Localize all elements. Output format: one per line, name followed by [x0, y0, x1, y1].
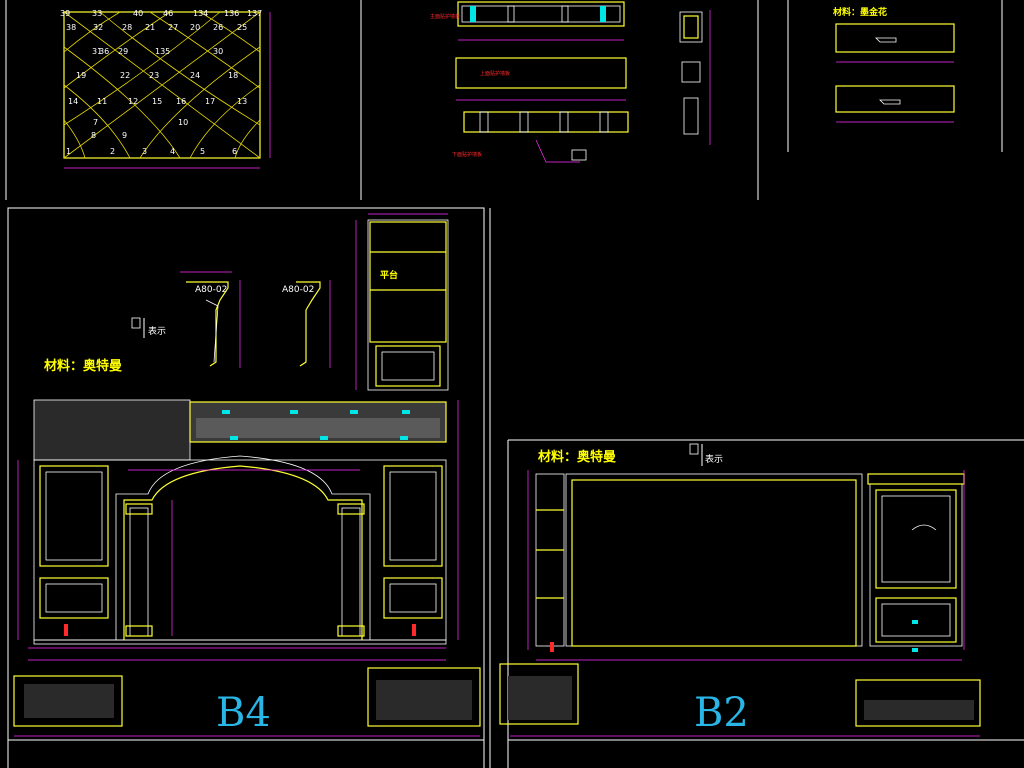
tile-number: 27 — [168, 23, 178, 32]
red-note: 下面贴护墙板 — [452, 151, 482, 158]
legend-label: 表示 — [705, 453, 723, 465]
section-profiles: A80-02 A80-02 — [180, 271, 331, 368]
tile-number: 16 — [176, 97, 186, 106]
tile-number: 29 — [118, 47, 128, 56]
tile-number: 3 — [142, 147, 147, 156]
tile-number: 24 — [190, 71, 200, 80]
tile-number: 25 — [237, 23, 247, 32]
tile-number: 31 — [92, 47, 102, 56]
tile-number: 46 — [163, 9, 173, 18]
b2-elevation: 材料：奥特曼 表示 B2 — [499, 443, 981, 737]
tile-number: 22 — [120, 71, 130, 80]
red-note: 上面贴护墙板 — [480, 70, 510, 77]
tile-number: 18 — [228, 71, 238, 80]
tile-number: 13 — [237, 97, 247, 106]
tile-number: 134 — [193, 9, 208, 18]
tile-number: 4 — [170, 147, 175, 156]
tile-number: 8 — [91, 131, 96, 140]
tile-number: 36 — [99, 47, 109, 56]
legend-marker: 表示 — [131, 317, 166, 338]
tile-number: 30 — [213, 47, 223, 56]
tile-number: 28 — [122, 23, 132, 32]
tile-number: 14 — [68, 97, 78, 106]
top-center-details: 主面贴护墙板 上面贴护墙板 下面贴护墙板 — [430, 1, 711, 163]
red-note: 主面贴护墙板 — [430, 13, 460, 20]
material-label: 材料：墨金花 — [832, 6, 887, 18]
section-label: A80-02 — [282, 285, 314, 295]
tile-number: 19 — [76, 71, 86, 80]
legend-marker: 表示 — [689, 443, 723, 466]
tile-number: 32 — [93, 23, 103, 32]
tile-number: 40 — [133, 9, 143, 18]
viewport-frames — [5, 0, 1024, 768]
tile-number: 12 — [128, 97, 138, 106]
top-right-details: 材料：墨金花 — [832, 6, 955, 123]
tile-number: 20 — [190, 23, 200, 32]
tile-number: 17 — [205, 97, 215, 106]
cyan-markers — [222, 410, 410, 440]
tile-number: 39 — [60, 9, 70, 18]
material-label: 材料：奥特曼 — [538, 449, 616, 465]
carved-ornament — [196, 418, 440, 438]
tile-number: 6 — [232, 147, 237, 156]
view-title: B4 — [216, 690, 271, 736]
material-label: 材料：奥特曼 — [44, 358, 122, 374]
shelf-label: 平台 — [380, 269, 398, 281]
tile-number: 26 — [213, 23, 223, 32]
legend-label: 表示 — [148, 325, 166, 337]
tile-number: 1 — [66, 147, 71, 156]
tile-number: 9 — [122, 131, 127, 140]
tile-number: 21 — [145, 23, 155, 32]
tile-number: 15 — [152, 97, 162, 106]
tile-number: 38 — [66, 23, 76, 32]
tile-number: 10 — [178, 118, 188, 127]
view-title: B2 — [694, 690, 749, 736]
tile-number: 5 — [200, 147, 205, 156]
tile-number: 135 — [155, 47, 170, 56]
marble-slab — [34, 400, 190, 460]
section-label: A80-02 — [195, 285, 227, 295]
tile-number: 7 — [93, 118, 98, 127]
tile-number: 136 — [224, 9, 239, 18]
tile-numbers: 39 33 40 46 134 136 137 38 32 28 21 27 2… — [60, 9, 262, 156]
b4-elevation: 材料：奥特曼 A80-02 A80-02 表示 平台 — [13, 213, 481, 737]
tile-number: 2 — [110, 147, 115, 156]
tile-number: 11 — [97, 97, 107, 106]
tile-number: 33 — [92, 9, 102, 18]
tile-number: 23 — [149, 71, 159, 80]
tile-number: 137 — [247, 9, 262, 18]
tall-cabinet: 平台 — [355, 213, 449, 391]
tile-panel-elevation: 39 33 40 46 134 136 137 38 32 28 21 27 2… — [60, 9, 271, 169]
